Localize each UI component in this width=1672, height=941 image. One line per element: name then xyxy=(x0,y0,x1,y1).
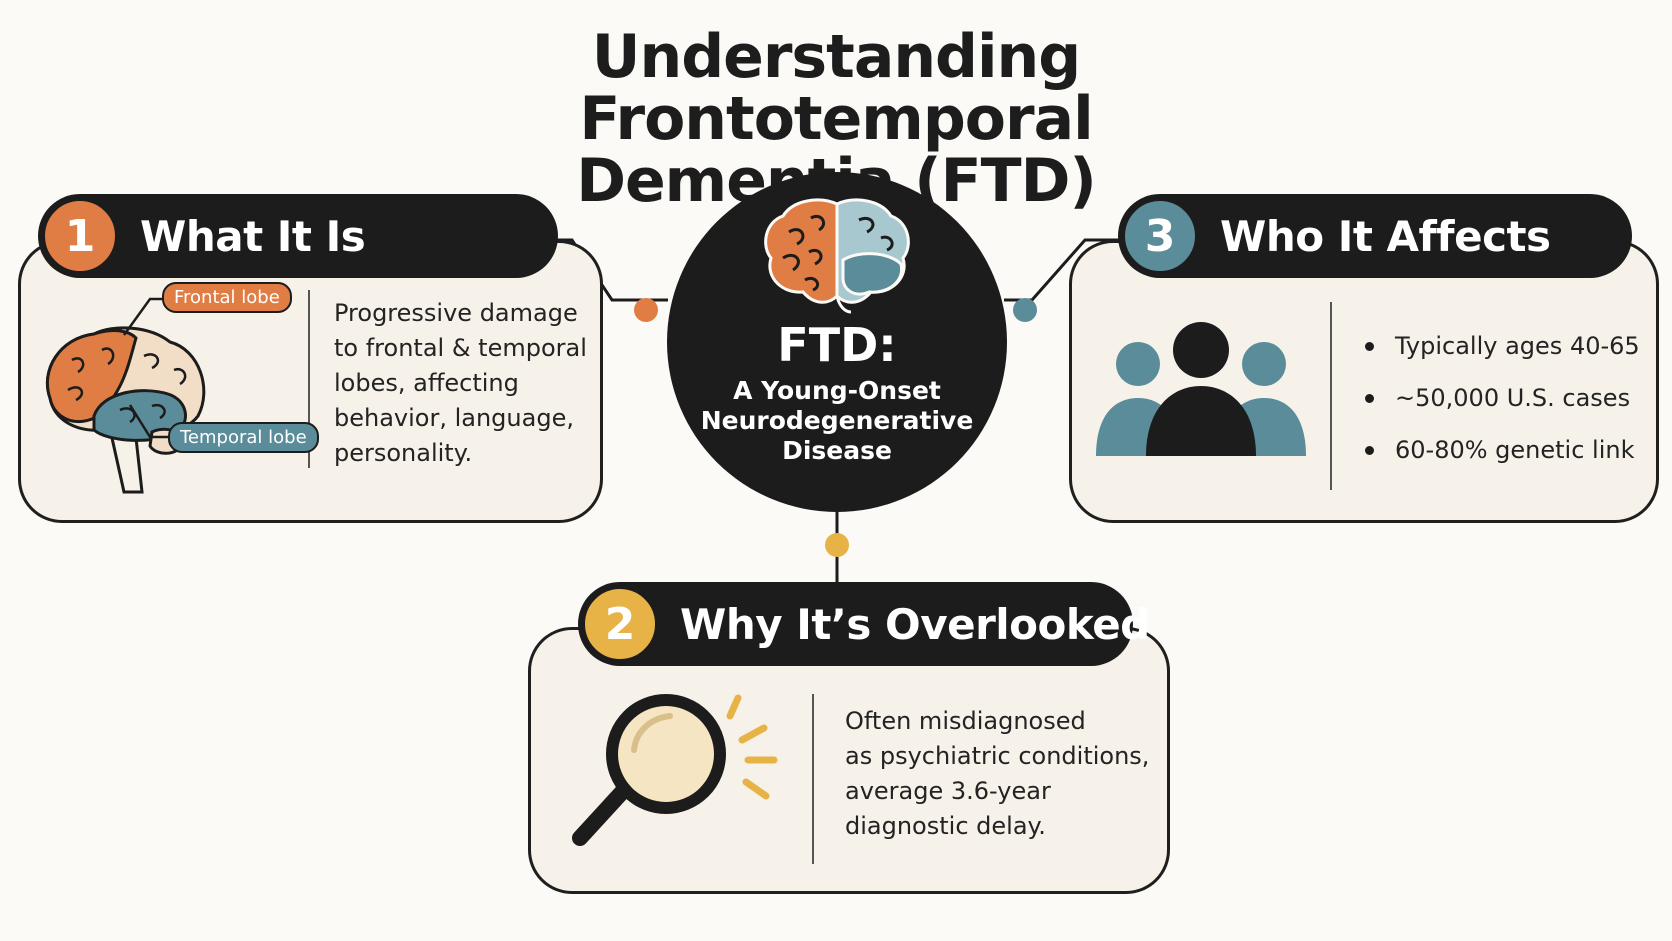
why-overlooked-line: diagnostic delay. xyxy=(845,812,1046,840)
who-it-affects-title: Who It Affects xyxy=(1220,211,1551,261)
list-item: ~50,000 U.S. cases xyxy=(1365,372,1640,424)
why-overlooked-line: as psychiatric conditions, xyxy=(845,742,1150,770)
step-number-2: 2 xyxy=(580,584,660,664)
why-overlooked-description: Often misdiagnosed as psychiatric condit… xyxy=(845,704,1149,844)
why-overlooked-header: 2 Why It’s Overlooked xyxy=(578,582,1150,666)
page-title: Understanding Frontotemporal Dementia (F… xyxy=(386,26,1286,212)
ftd-center-node: FTD: A Young-Onset Neurodegenerative Dis… xyxy=(667,172,1007,512)
step-number-3: 3 xyxy=(1120,196,1200,276)
why-overlooked-line: Often misdiagnosed xyxy=(845,707,1086,735)
what-it-is-divider xyxy=(308,290,310,468)
what-it-is-title: What It Is xyxy=(140,211,366,261)
why-overlooked-line: average 3.6-year xyxy=(845,777,1051,805)
who-it-affects-card xyxy=(1069,240,1659,523)
brain-icon xyxy=(764,198,910,314)
what-it-is-line: behavior, language, xyxy=(334,404,574,432)
label-pointer-lines xyxy=(122,297,168,439)
who-it-affects-header: 3 Who It Affects xyxy=(1118,194,1632,278)
brain-lobes-icon xyxy=(45,326,206,494)
what-it-is-line: personality. xyxy=(334,439,473,467)
list-item: Typically ages 40-65 xyxy=(1365,320,1640,372)
what-it-is-line: lobes, affecting xyxy=(334,369,519,397)
why-overlooked-divider xyxy=(812,694,814,864)
center-heading: FTD: xyxy=(777,318,897,372)
page-title-line-1: Understanding Frontotemporal xyxy=(579,22,1093,154)
connector-dot-yellow xyxy=(825,533,849,557)
center-subtitle: A Young-Onset Neurodegenerative Disease xyxy=(700,376,974,465)
people-group-icon xyxy=(1096,322,1306,456)
title-rule-right xyxy=(1314,86,1400,94)
temporal-lobe-tag: Temporal lobe xyxy=(168,422,319,453)
why-overlooked-title: Why It’s Overlooked xyxy=(680,599,1150,649)
frontal-lobe-tag: Frontal lobe xyxy=(162,282,292,313)
title-rule-left xyxy=(272,86,358,94)
connector-dot-orange xyxy=(634,298,658,322)
what-it-is-line: Progressive damage xyxy=(334,299,578,327)
connector-dot-teal xyxy=(1013,298,1037,322)
what-it-is-line: to frontal & temporal xyxy=(334,334,587,362)
magnifying-glass-icon xyxy=(572,694,778,846)
list-item: 60-80% genetic link xyxy=(1365,424,1640,476)
who-it-affects-list: Typically ages 40-65 ~50,000 U.S. cases … xyxy=(1365,320,1640,476)
what-it-is-header: 1 What It Is xyxy=(38,194,558,278)
what-it-is-description: Progressive damage to frontal & temporal… xyxy=(334,296,587,471)
step-number-1: 1 xyxy=(40,196,120,276)
who-it-affects-divider xyxy=(1330,302,1332,490)
